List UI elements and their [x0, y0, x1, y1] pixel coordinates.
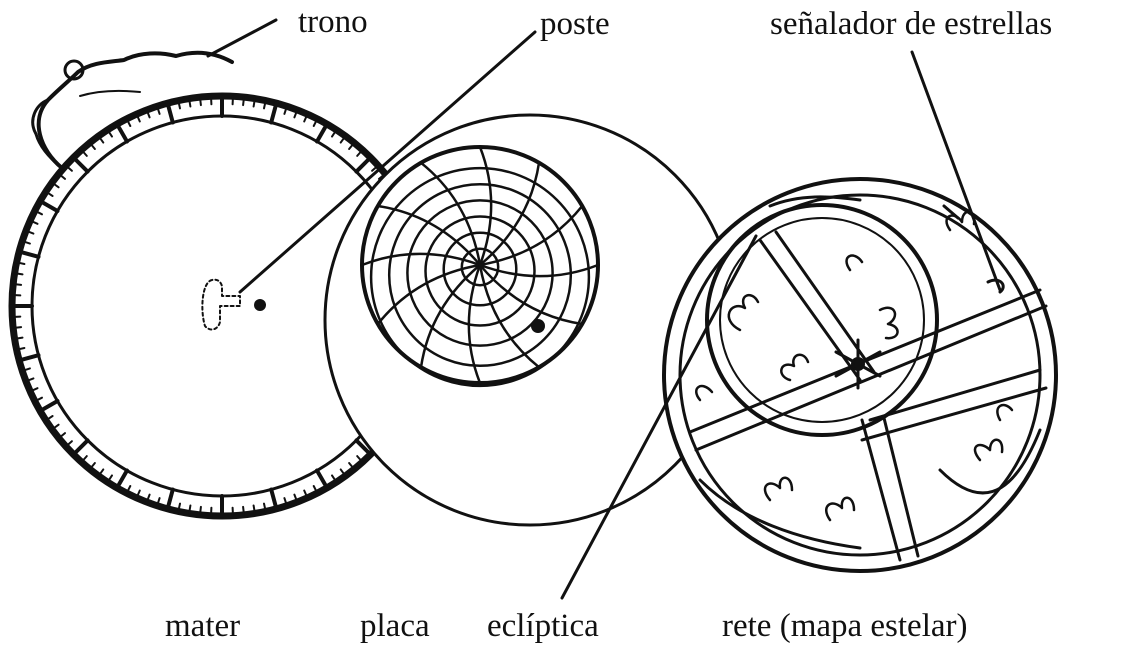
mater-minor-tick: [254, 99, 255, 107]
mater-minor-tick: [189, 506, 190, 514]
mater-major-tick: [74, 158, 88, 172]
throne-ornament: [33, 53, 232, 168]
label-rete: rete (mapa estelar): [722, 610, 968, 643]
label-placa: placa: [360, 610, 430, 643]
post-pin: [202, 280, 266, 330]
label-senalador: señalador de estrellas: [770, 8, 1052, 41]
mater-minor-tick: [189, 99, 190, 107]
mater-major-tick: [168, 103, 173, 122]
mater-minor-tick: [13, 327, 21, 328]
mater-major-tick: [317, 471, 327, 488]
mater-minor-tick: [200, 97, 201, 105]
mater-minor-tick: [15, 273, 23, 274]
mater-major-tick: [74, 440, 88, 454]
mater-major-tick: [19, 355, 38, 360]
label-trono: trono: [298, 6, 368, 39]
mater-major-tick: [317, 124, 327, 141]
mater-major-tick: [168, 490, 173, 509]
mater-minor-tick: [254, 506, 255, 514]
mater-minor-tick: [13, 284, 21, 285]
mater-major-tick: [117, 124, 127, 141]
mater-minor-tick: [243, 97, 244, 105]
mater-minor-tick: [243, 507, 244, 515]
mater-minor-tick: [200, 507, 201, 515]
mater-major-tick: [40, 401, 57, 411]
rete-disc: [664, 179, 1056, 571]
mater-major-tick: [271, 103, 276, 122]
label-ecliptica: eclíptica: [487, 610, 599, 643]
mater-major-tick: [19, 252, 38, 257]
mater-minor-tick: [15, 338, 23, 339]
mater-major-tick: [356, 158, 370, 172]
label-mater: mater: [165, 610, 240, 643]
label-poste: poste: [540, 8, 610, 41]
mater-major-tick: [271, 490, 276, 509]
mater-major-tick: [117, 471, 127, 488]
mater-major-tick: [40, 201, 57, 211]
